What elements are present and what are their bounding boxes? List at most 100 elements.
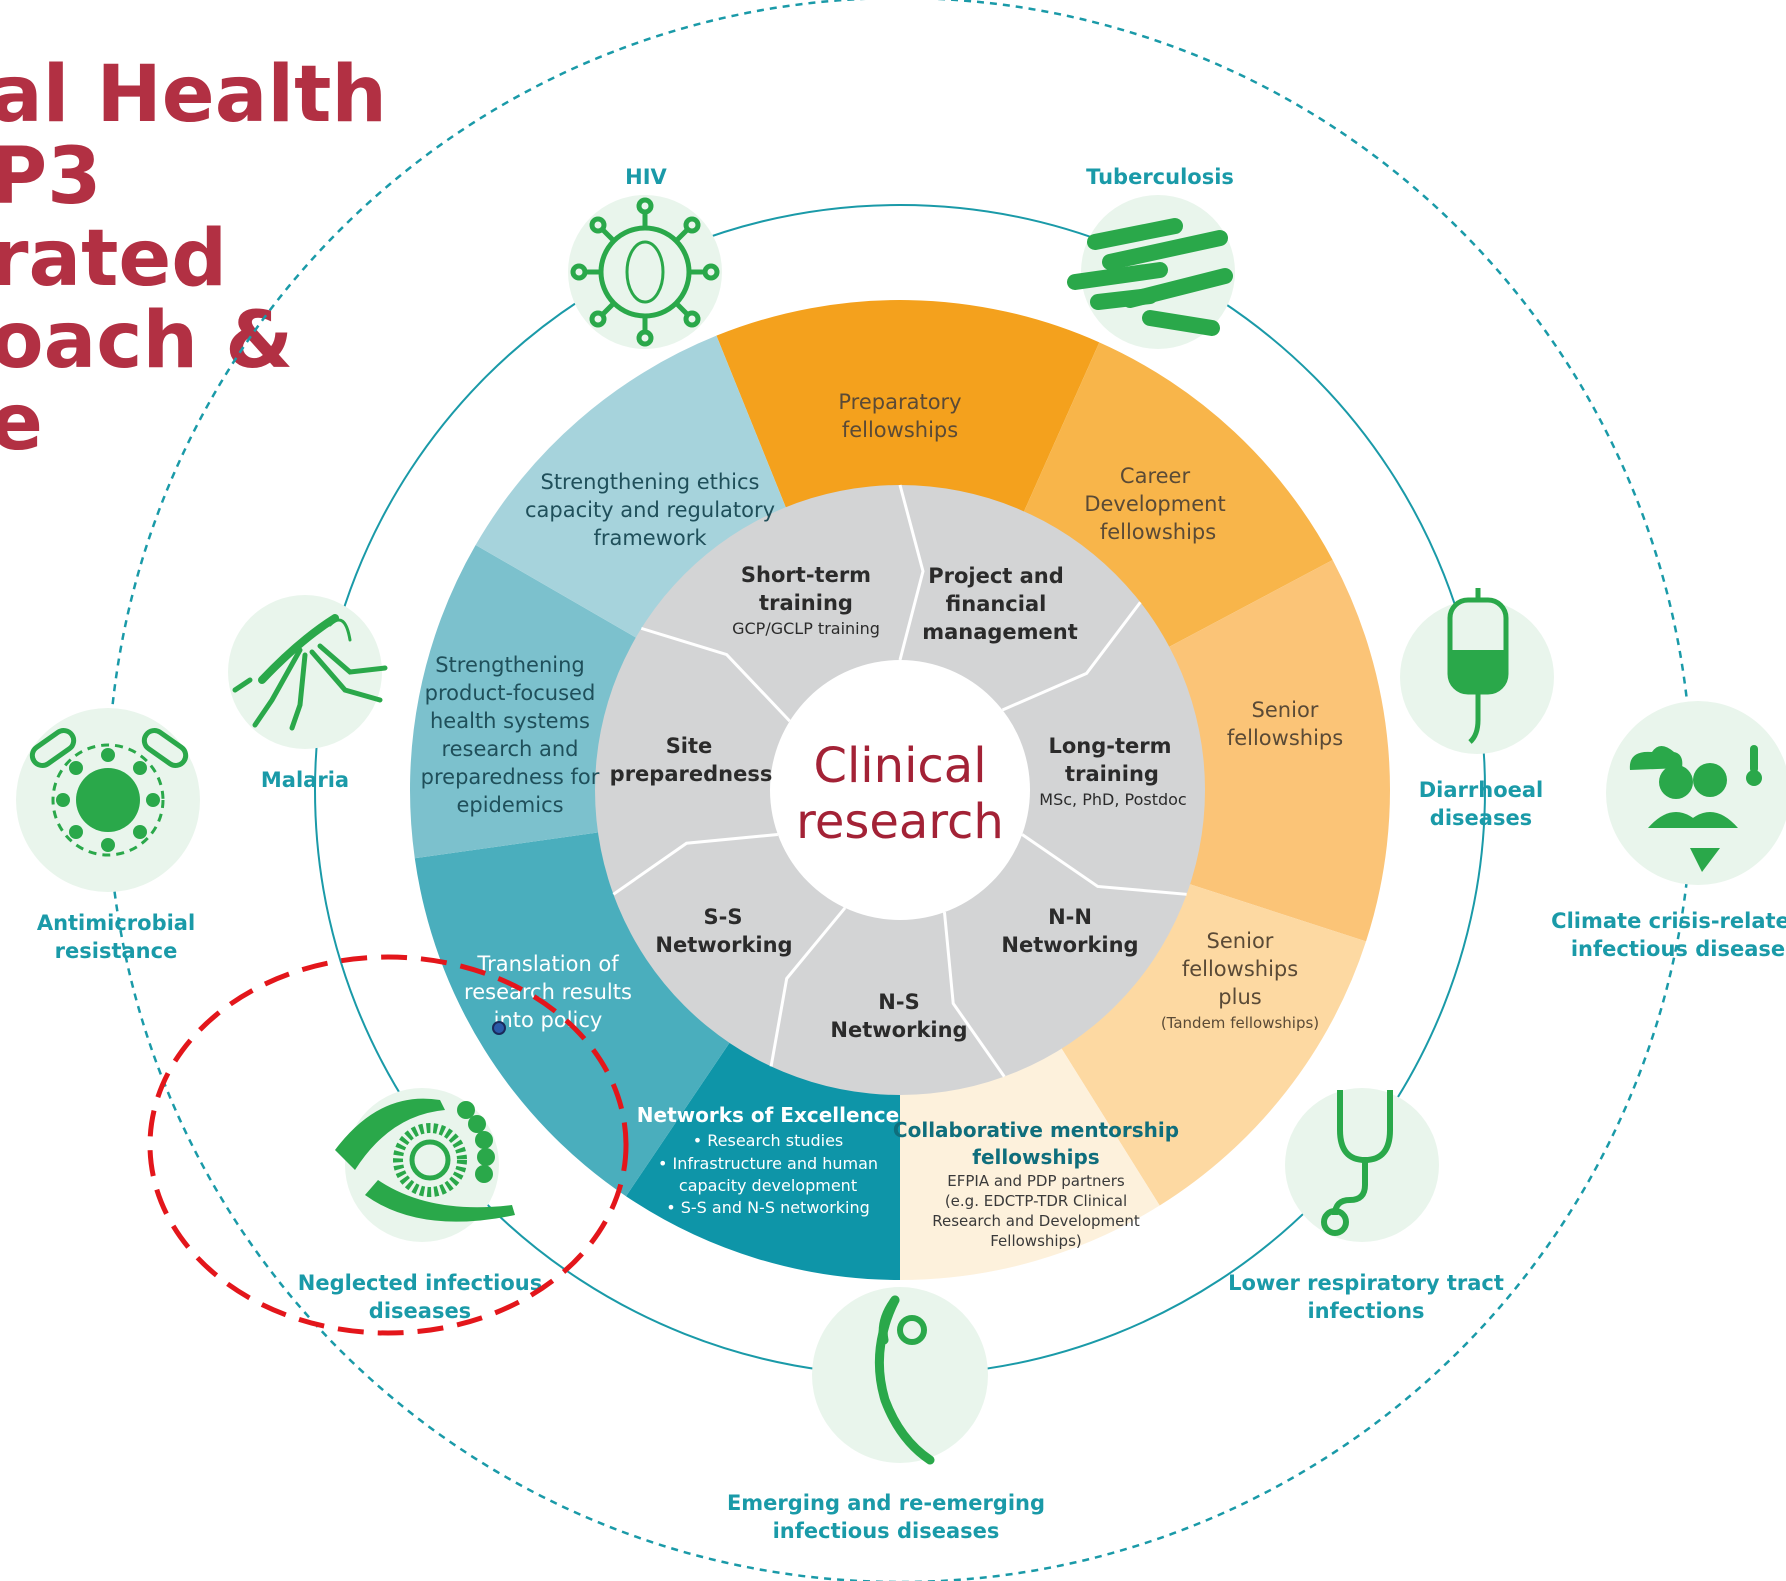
microbe-pills-icon [29,728,189,857]
disease-label: Antimicrobial [37,911,195,935]
disease-node-emerging[interactable]: Emerging and re-emerging infectious dise… [727,1287,1045,1543]
sprout-icon [874,1295,935,1465]
inner-label-sub: GCP/GCLP training [732,619,880,638]
inner-label-line: N-N [1048,905,1092,929]
title-line-3: rated [0,214,228,304]
inner-label-line: Networking [830,1018,967,1042]
inner-label-project-financial[interactable]: Project and financial management [922,564,1078,644]
center-line-2: research [796,794,1004,850]
outer-label-line: Collaborative mentorship [893,1118,1179,1142]
sector-senior-fellowships-plus[interactable] [1058,882,1367,1206]
disease-label: Diarrhoeal [1419,778,1544,802]
outer-label-line: Senior [1252,698,1319,722]
title-line-2: P3 [0,132,102,222]
title-line-1: al Health [0,50,387,140]
inner-ring-dividers [612,484,1187,1078]
inner-label-short-term-training[interactable]: Short-term training GCP/GCLP training [732,563,880,638]
inner-label-long-term-training[interactable]: Long-term training MSc, PhD, Postdoc [1039,734,1186,809]
disease-label: infectious diseases [773,1519,1000,1543]
pointer-dot [492,1021,506,1035]
inner-label-line: Networking [1001,933,1138,957]
outer-label-ethics: Strengthening ethics capacity and regula… [525,470,775,550]
inner-divider-line [1001,601,1142,712]
inner-label-nn-networking[interactable]: N-N Networking [1001,905,1138,957]
inner-label-sub: MSc, PhD, Postdoc [1039,790,1186,809]
inner-label-line: Project and [928,564,1064,588]
title-line-4: oach & [0,296,294,386]
outer-label-line: Translation of [476,952,619,976]
sector-preparatory-fellowships[interactable] [716,300,1100,516]
sector-product-focused-systems[interactable] [410,545,641,859]
disease-node-tuberculosis[interactable]: Tuberculosis [1067,165,1235,349]
inner-label-line: preparedness [610,762,773,786]
title-line-5: e [0,378,43,468]
inner-label-site-preparedness[interactable]: Site preparedness [610,734,773,786]
outer-label-translation: Translation of research results into pol… [464,952,632,1032]
outer-label-networks: Networks of Excellence • Research studie… [637,1103,899,1217]
disease-node-antimicrobial[interactable]: Antimicrobial resistance [16,708,200,963]
sector-translation-policy[interactable] [414,831,733,1197]
outer-label-line: fellowships [1182,957,1298,981]
inner-label-ns-networking[interactable]: N-S Networking [830,990,967,1042]
virus-icon [570,197,720,347]
sector-senior-fellowships[interactable] [1164,559,1390,942]
outer-label-sub: (Tandem fellowships) [1161,1014,1319,1032]
disease-node-circle [1606,701,1786,885]
outer-label-product-focused: Strengthening product-focused health sys… [421,653,600,817]
outer-label-line: epidemics [456,793,563,817]
disease-node-malaria[interactable]: Malaria [228,595,388,792]
inner-label-line: training [1065,762,1159,786]
disease-node-diarrhoeal[interactable]: Diarrhoeal diseases [1400,588,1554,830]
outer-label-line: research results [464,980,632,1004]
outer-label-line: product-focused [425,681,596,705]
mosquito-icon [232,614,388,731]
inner-label-line: Short-term [741,563,871,587]
disease-label: Malaria [261,768,349,792]
disease-node-climate[interactable]: Climate crisis-related infectious diseas… [1551,701,1786,961]
outer-label-line: health systems [430,709,590,733]
disease-node-hiv[interactable]: HIV [568,165,722,349]
inner-label-ss-networking[interactable]: S-S Networking [655,905,792,957]
disease-node-lower-respiratory[interactable]: Lower respiratory tract infections [1228,1088,1504,1323]
sector-career-development-fellowships[interactable] [1022,342,1333,650]
disease-label: infectious disease [1571,937,1785,961]
disease-label: resistance [55,939,178,963]
bacilli-icon [1067,218,1233,336]
disease-label: diseases [1430,806,1532,830]
outer-label-line: Senior [1207,929,1274,953]
sector-ethics-regulatory[interactable] [475,335,788,640]
outer-label-sub: capacity development [679,1176,857,1195]
outer-label-sub: • S-S and N-S networking [666,1198,870,1217]
outer-label-line: preparedness for [421,765,600,789]
climate-people-icon [1629,745,1762,872]
outer-label-sub: EFPIA and PDP partners [947,1172,1125,1190]
disease-nodes: HIV Tuberculosis [16,165,1786,1543]
outer-label-line: capacity and regulatory [525,498,775,522]
outer-label-sub: • Research studies [693,1131,844,1150]
outer-label-line: fellowships [1227,726,1343,750]
sector-networks-of-excellence[interactable] [625,1038,900,1280]
outer-label-line: into policy [494,1008,603,1032]
outer-label-line: framework [593,526,707,550]
inner-divider-line [612,832,778,896]
inner-divider-line [942,912,1006,1078]
inner-label-line: Networking [655,933,792,957]
outer-label-senior: Senior fellowships [1227,698,1343,750]
outer-label-line: Strengthening ethics [540,470,759,494]
outer-label-career: Career Development fellowships [1084,464,1225,544]
outer-label-senior-plus: Senior fellowships plus (Tandem fellowsh… [1161,929,1319,1032]
inner-label-line: Site [666,734,713,758]
inner-label-line: Long-term [1048,734,1171,758]
inner-sector-labels: Short-term training GCP/GCLP training Pr… [610,563,1187,1042]
outer-label-line: fellowships [972,1145,1099,1169]
outer-label-sub: (e.g. EDCTP-TDR Clinical [945,1192,1127,1210]
disease-node-neglected[interactable]: Neglected infectious diseases [298,1088,542,1323]
disease-label: Lower respiratory tract [1228,1271,1504,1295]
disease-label: HIV [625,165,667,189]
center-line-1: Clinical [813,738,986,794]
inner-divider-line [1021,833,1187,896]
disease-node-circle [812,1287,988,1463]
sector-collaborative-mentorship[interactable] [900,1044,1160,1280]
eye-parasite-icon [335,1098,515,1222]
